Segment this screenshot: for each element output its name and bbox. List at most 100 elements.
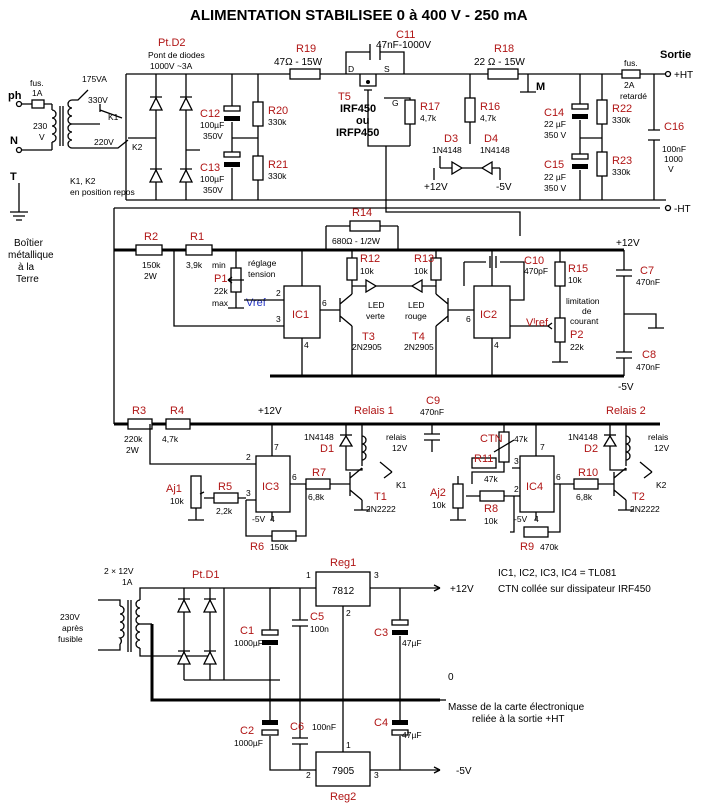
lv-primary-230: 230V — [60, 612, 80, 622]
ic4-pin6: 6 — [556, 472, 561, 482]
label-t: T — [10, 171, 17, 183]
r22-value: 330k — [612, 115, 631, 125]
ic3-label: IC3 — [262, 481, 279, 493]
t4-value: 2N2905 — [404, 342, 434, 352]
r3-watt: 2W — [126, 445, 139, 455]
limit-a: limitation — [566, 296, 600, 306]
c7-value: 470nF — [636, 277, 660, 287]
ic4-label: IC4 — [526, 481, 543, 493]
c14-value: 22 µF — [544, 119, 566, 129]
r20-value: 330k — [268, 117, 287, 127]
r15-label: R15 — [568, 263, 588, 275]
lv-supply: 2 × 12V 1A Pt.D1 230V après fusible C1 1… — [58, 557, 651, 803]
ptd1-label: Pt.D1 — [192, 569, 220, 581]
aj2-value: 10k — [432, 500, 446, 510]
fuse-2a — [621, 69, 641, 79]
ptd2-rating: 1000V ~3A — [150, 61, 193, 71]
t5-label: T5 — [338, 91, 351, 103]
ptd2-label: Pt.D2 — [158, 37, 186, 49]
reg2-pin1: 1 — [346, 740, 351, 750]
ic4-pin7: 7 — [540, 442, 545, 452]
primary-v: V — [39, 132, 45, 142]
c10-label: C10 — [524, 255, 544, 267]
ctn-label: CTN — [480, 433, 503, 445]
r14-resistor — [349, 220, 381, 232]
k2-relay-label: K2 — [656, 480, 667, 490]
c16-voltage: 1000 — [664, 154, 683, 164]
transformer-secondary-coil — [67, 99, 73, 149]
r6-label: R6 — [250, 541, 264, 553]
c16-unit: V — [668, 164, 674, 174]
ic4-pin3: 3 — [514, 456, 519, 466]
ic4-pin2: 2 — [514, 484, 519, 494]
output-filter: C14 22 µF 350 V C15 22 µF 350 V R22 330k… — [544, 49, 693, 215]
c5-value: 100n — [310, 624, 329, 634]
diode-bridge-4 — [178, 168, 194, 183]
tr2-current: 1A — [122, 577, 133, 587]
k1-relay-label: K1 — [396, 480, 407, 490]
r16-label: R16 — [480, 101, 500, 113]
tap-330: 330V — [88, 95, 108, 105]
r3-label: R3 — [132, 405, 146, 417]
relay-k1-label: K1 — [108, 112, 119, 122]
transformer-rating: 175VA — [82, 74, 107, 84]
lv-out-minus5: -5V — [456, 766, 472, 777]
t5-type2: ou — [356, 115, 369, 127]
limit-b: de — [582, 306, 592, 316]
boitier-l1: Boîtier — [14, 238, 44, 249]
r4-label: R4 — [170, 405, 184, 417]
note-masse-a: Masse de la carte électronique — [448, 702, 585, 713]
t1-value: 2N2222 — [366, 504, 396, 514]
d2-label: D2 — [584, 443, 598, 455]
label-ph: ph — [8, 90, 22, 102]
r17-value: 4,7k — [420, 113, 437, 123]
c16-value: 100nF — [662, 144, 686, 154]
d3-value: 1N4148 — [432, 145, 462, 155]
relais1-label: Relais 1 — [354, 405, 394, 417]
r2-label: R2 — [144, 231, 158, 243]
c10-value: 470pF — [524, 266, 548, 276]
c12-voltage: 350V — [203, 131, 223, 141]
reglage-a: réglage — [248, 258, 277, 268]
r1-value: 3,9k — [186, 260, 203, 270]
diode-d3 — [451, 160, 464, 176]
diode-bridge-3 — [148, 168, 164, 183]
regulator-7905 — [315, 751, 371, 787]
reg-minus5: -5V — [618, 382, 634, 393]
r20-label: R20 — [268, 105, 288, 117]
p2-value: 22k — [570, 342, 584, 352]
t5-s: S — [384, 64, 390, 74]
t2-label: T2 — [632, 491, 645, 503]
r13-label: R13 — [414, 253, 434, 265]
r11-value: 47k — [484, 474, 498, 484]
r14-label: R14 — [352, 207, 372, 219]
c7-label: C7 — [640, 265, 654, 277]
tr2-rating: 2 × 12V — [104, 566, 134, 576]
ic2-pin4: 4 — [494, 340, 499, 350]
d1-value: 1N4148 — [304, 432, 334, 442]
c15-label: C15 — [544, 159, 564, 171]
fuse-label: fus. — [30, 78, 44, 88]
regulation-section: +12V -5V R14 680Ω - 1/2W R2 150k 2W R1 3… — [113, 207, 664, 420]
p2-label: P2 — [570, 329, 583, 341]
reg2-label: Reg2 — [330, 791, 356, 803]
fuse-1a — [31, 99, 45, 109]
reg1-pin3: 3 — [374, 570, 379, 580]
led-red-a: LED — [408, 300, 425, 310]
r12-value: 10k — [360, 266, 374, 276]
reg2-pin3: 3 — [374, 770, 379, 780]
r5-value: 2,2k — [216, 506, 233, 516]
r1-label: R1 — [190, 231, 204, 243]
r21-value: 330k — [268, 171, 287, 181]
fuse2-type: retardé — [620, 91, 647, 101]
c6-label: C6 — [290, 721, 304, 733]
k1k2-note-a: K1, K2 — [70, 176, 96, 186]
c2-label: C2 — [240, 725, 254, 737]
ic3-pin7: 7 — [274, 442, 279, 452]
r5-label: R5 — [218, 481, 232, 493]
reg1-type: 7812 — [332, 586, 355, 597]
c3-value: 47µF — [402, 638, 422, 648]
reglage-b: tension — [248, 269, 276, 279]
ic1-label: IC1 — [292, 309, 309, 321]
c16-label: C16 — [664, 121, 684, 133]
